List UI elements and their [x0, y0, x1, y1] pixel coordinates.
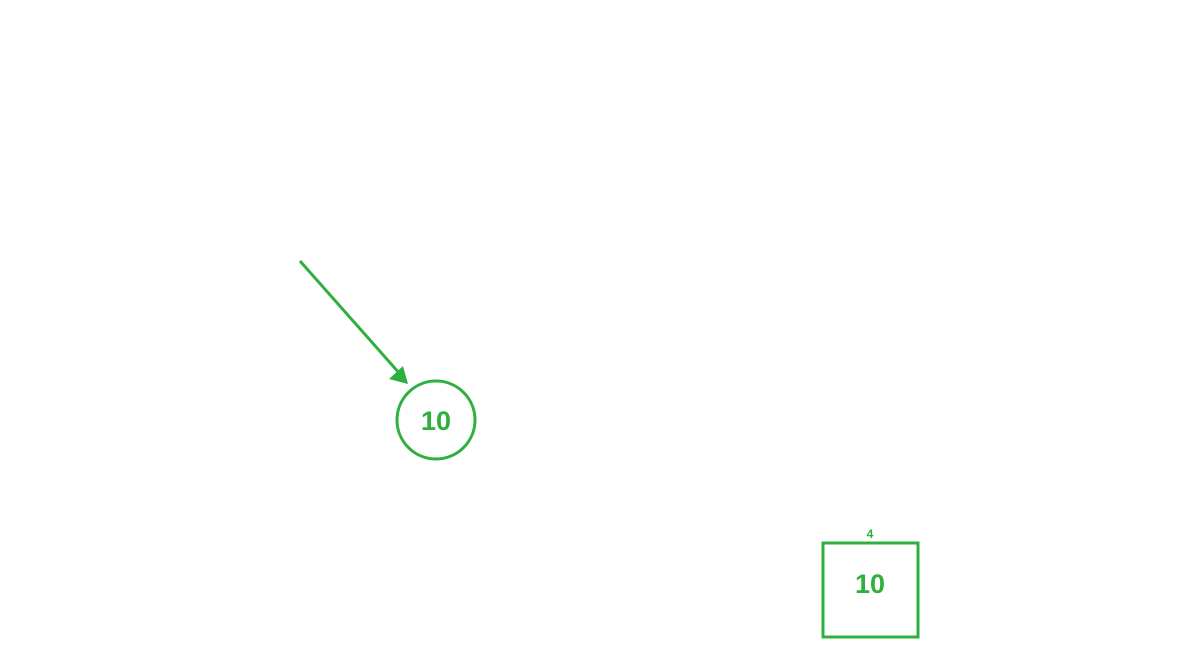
- tree-node: 10: [395, 379, 477, 461]
- array-cell-box: [821, 541, 920, 639]
- array-cell-value: 10: [855, 569, 885, 599]
- pointer-arrow-line: [298, 260, 402, 375]
- tree-node-value: 10: [421, 406, 451, 436]
- tree-node-circle: [395, 379, 477, 461]
- pointer-arrow-head: [389, 366, 408, 384]
- pointer-arrow-icon: [298, 260, 408, 384]
- array-cell-index: 4: [867, 527, 874, 541]
- array-cell: 4 10: [821, 527, 920, 639]
